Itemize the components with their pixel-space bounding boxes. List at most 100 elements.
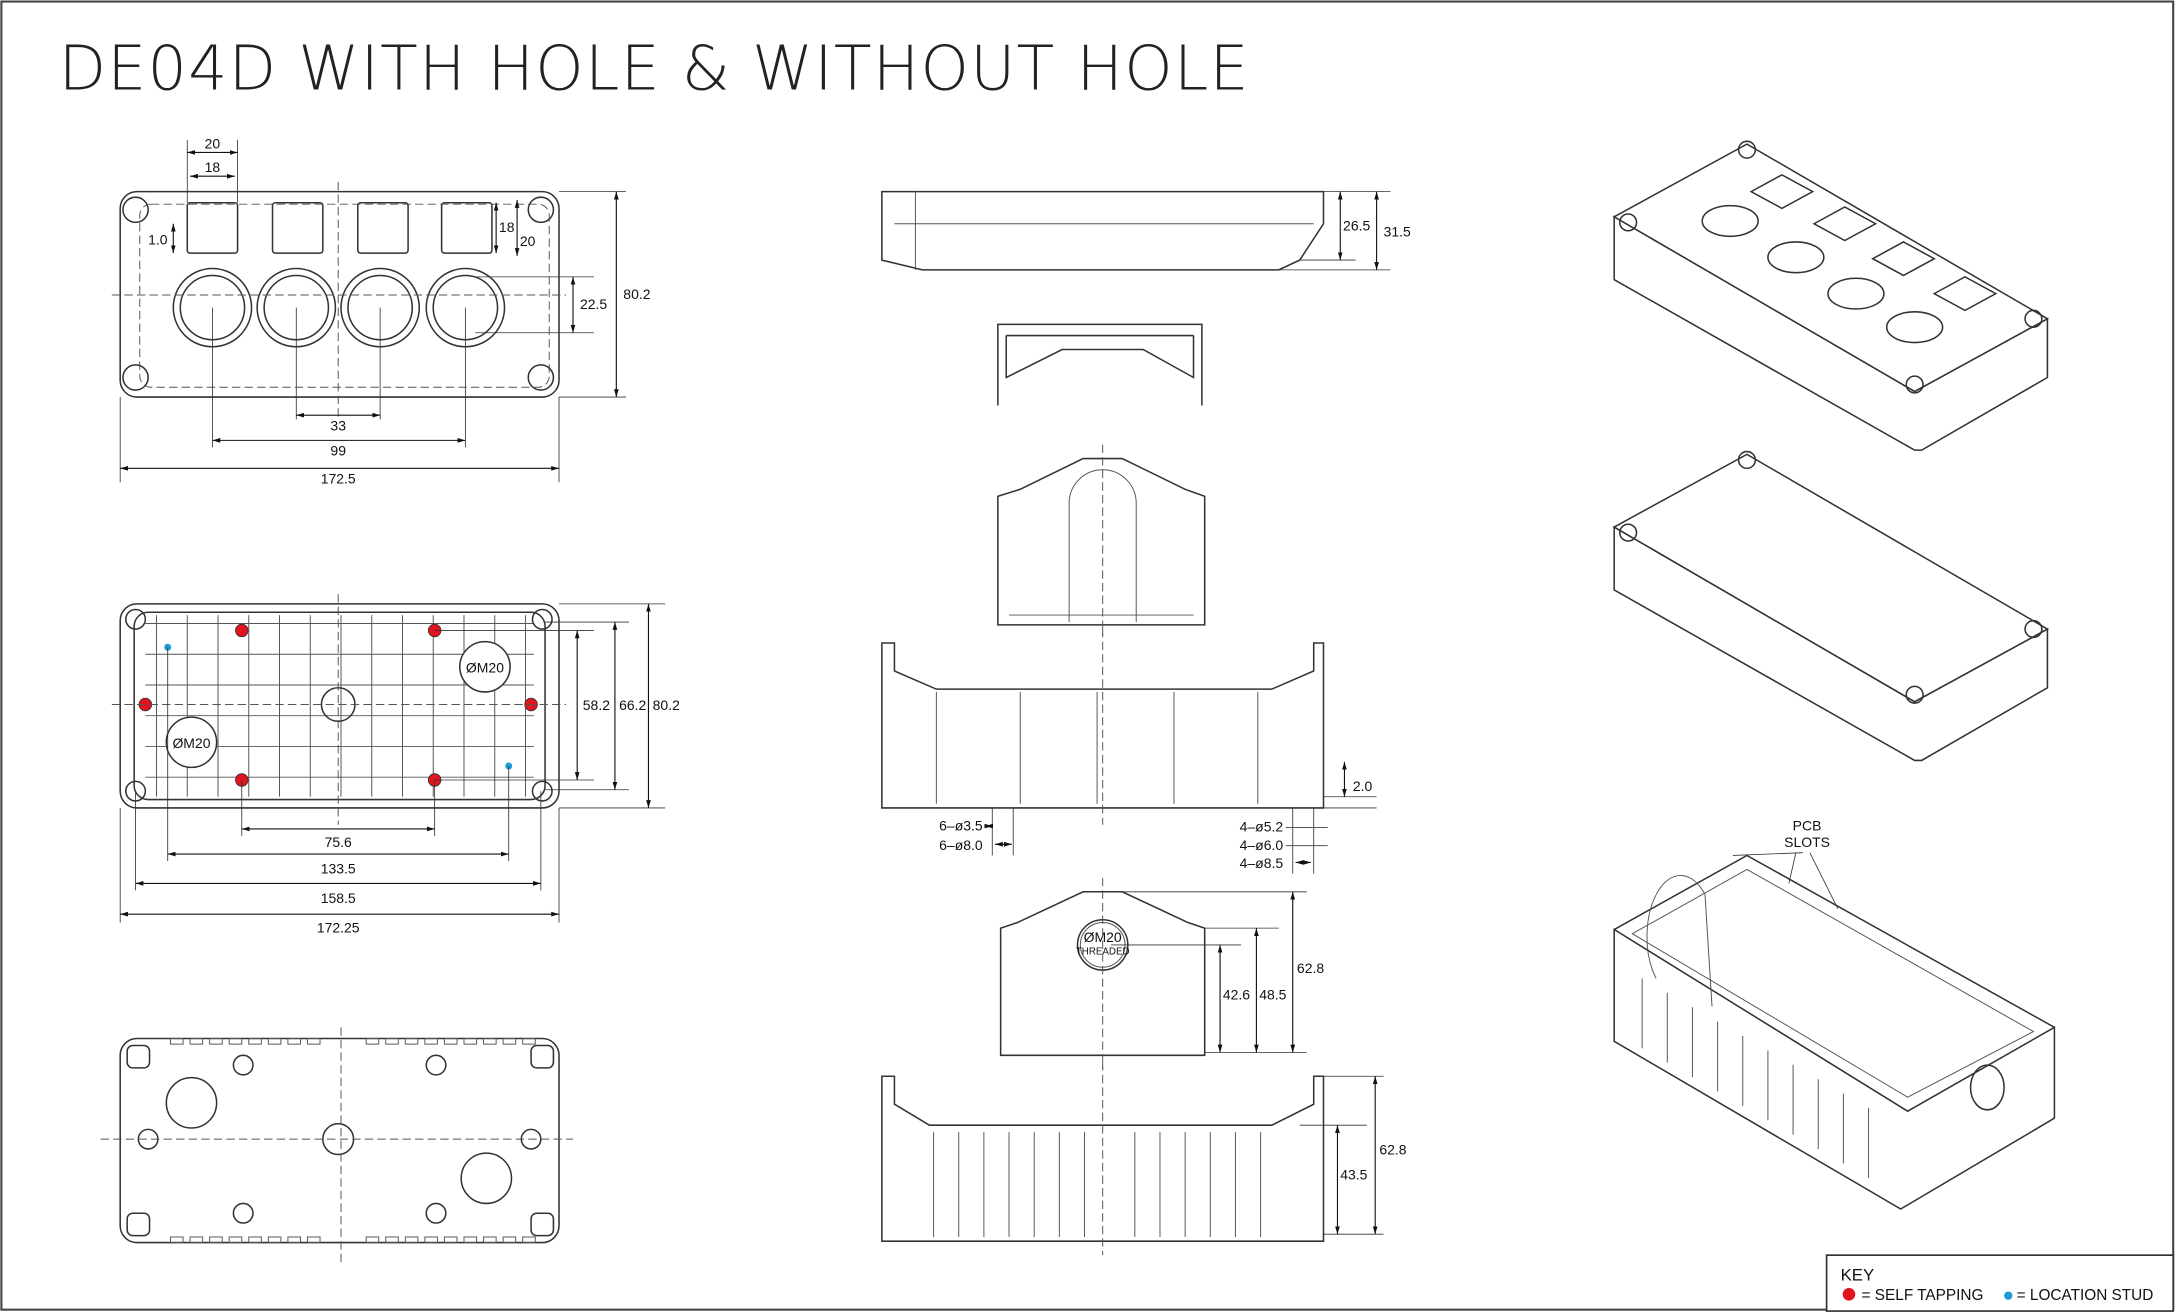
dim-outside-2: 62.8	[1379, 1142, 1406, 1158]
dim-hole-span: 99	[330, 443, 346, 459]
base-inside-view: ØM20 ØM20 58.2 66.2 80.2 75.6 133.5 158.…	[111, 594, 680, 935]
lid-side-view: 26.5 31.5	[881, 190, 1411, 271]
rib	[287, 1038, 301, 1045]
rib	[424, 1038, 438, 1045]
pcb-label-1: PCB	[1793, 817, 1822, 833]
rib	[228, 1236, 243, 1244]
rib	[483, 1038, 497, 1045]
base-bottom-view	[100, 1027, 573, 1265]
rib	[522, 1236, 536, 1244]
dim-end-2: 48.5	[1259, 986, 1286, 1002]
location-stud-dot-icon	[2004, 1291, 2013, 1300]
key-title: KEY	[1841, 1265, 1875, 1284]
iso-round-hole	[1767, 241, 1825, 274]
rib	[443, 1236, 458, 1244]
rib	[306, 1038, 321, 1045]
rib	[170, 1236, 184, 1244]
rib	[189, 1038, 204, 1045]
rib	[522, 1038, 536, 1045]
iso-round-hole	[1701, 204, 1759, 238]
base-side-view-outside: 43.5 62.8	[881, 1062, 1407, 1256]
dim-base-w2: 133.5	[321, 861, 356, 877]
self-tapping-dot-icon	[1842, 1287, 1856, 1301]
rib	[267, 1236, 282, 1244]
rib	[209, 1236, 223, 1244]
iso-square-slot	[1871, 241, 1936, 277]
entry-label-2: ØM20	[172, 735, 210, 751]
rib	[483, 1236, 497, 1244]
iso-lid-with-holes	[1612, 140, 2049, 451]
rib	[502, 1236, 517, 1244]
rib	[209, 1038, 223, 1045]
entry-label-threaded: ØM20	[1084, 929, 1122, 945]
round-holes	[172, 267, 506, 348]
bottom-ribs	[170, 1038, 536, 1244]
rib	[248, 1038, 262, 1045]
rib	[385, 1038, 399, 1045]
key-location-stud: = LOCATION STUD	[2017, 1287, 2154, 1304]
rib	[248, 1236, 262, 1244]
dim-lid-width: 172.5	[321, 471, 356, 487]
dim-slot-pitch-v: 20	[520, 233, 536, 249]
dim-base-w4: 172.25	[317, 919, 360, 935]
dim-wall: 2.0	[1353, 778, 1373, 794]
iso-square-slot	[1932, 275, 1998, 312]
dim-slot-height: 18	[499, 219, 515, 235]
dim-base-h2: 66.2	[619, 697, 646, 713]
self-tapping-point	[235, 623, 249, 638]
dim-gap: 1.0	[148, 232, 168, 248]
rib	[404, 1236, 419, 1244]
base-end-view-inside	[997, 444, 1206, 637]
iso-round-hole	[1827, 277, 1885, 310]
dim-slot-width: 18	[205, 159, 221, 175]
entry-threaded-note: THREADED	[1076, 947, 1130, 958]
dim-hole-e: 4–ø8.5	[1240, 855, 1284, 871]
dim-lid-depth-1: 26.5	[1343, 218, 1370, 234]
dim-base-w3: 158.5	[321, 890, 356, 906]
dim-hole-a: 6–ø3.5	[939, 817, 983, 833]
corner-screws	[122, 196, 555, 391]
dim-base-h1: 58.2	[583, 697, 610, 713]
dim-hole-b: 6–ø8.0	[939, 837, 983, 853]
rib	[267, 1038, 282, 1045]
rib	[170, 1038, 184, 1045]
base-side-view-section: 2.0 6–ø3.5 6–ø8.0 4–ø5.2 4–ø6.0 4–ø8.5	[881, 629, 1377, 874]
dim-lid-height: 80.2	[623, 286, 650, 302]
dim-outside-1: 43.5	[1340, 1167, 1367, 1183]
dim-end-1: 42.6	[1223, 986, 1250, 1002]
legend-key: KEY = SELF TAPPING = LOCATION STUD	[1825, 1254, 2175, 1312]
iso-round-hole	[1885, 311, 1944, 344]
base-grid	[145, 615, 534, 797]
square-slots	[186, 202, 493, 254]
drawing-title: DE04D WITH HOLE & WITHOUT HOLE	[59, 33, 1250, 105]
iso-square-slot	[1749, 173, 1815, 210]
rib	[365, 1236, 380, 1244]
rib	[463, 1038, 478, 1045]
top-view-lid: 20 18 1.0 18 20 22.5 80.2 33 99 172.5	[111, 135, 651, 487]
dim-base-h3: 80.2	[653, 697, 680, 713]
rib	[502, 1038, 517, 1045]
dim-hole-d: 4–ø6.0	[1240, 837, 1284, 853]
rib	[443, 1038, 458, 1045]
key-self-tapping: = SELF TAPPING	[1862, 1287, 1984, 1304]
dim-hole-pitch: 33	[330, 418, 346, 434]
dim-base-w1: 75.6	[325, 834, 352, 850]
base-end-view: ØM20 THREADED 42.6 48.5 62.8	[999, 877, 1324, 1070]
dim-slot-pitch: 20	[205, 135, 221, 151]
rib	[306, 1236, 321, 1244]
iso-lid-without-holes	[1612, 450, 2049, 762]
rib	[404, 1038, 419, 1045]
rib	[385, 1236, 399, 1244]
rib	[189, 1236, 204, 1244]
pcb-label-2: SLOTS	[1784, 834, 1830, 850]
rib	[365, 1038, 380, 1045]
dim-end-3: 62.8	[1297, 960, 1324, 976]
rib	[287, 1236, 301, 1244]
lid-end-view	[997, 323, 1203, 406]
entry-label-1: ØM20	[466, 659, 504, 675]
iso-square-slot	[1812, 206, 1878, 242]
rib	[463, 1236, 478, 1244]
dim-hole-offset: 22.5	[580, 296, 607, 312]
